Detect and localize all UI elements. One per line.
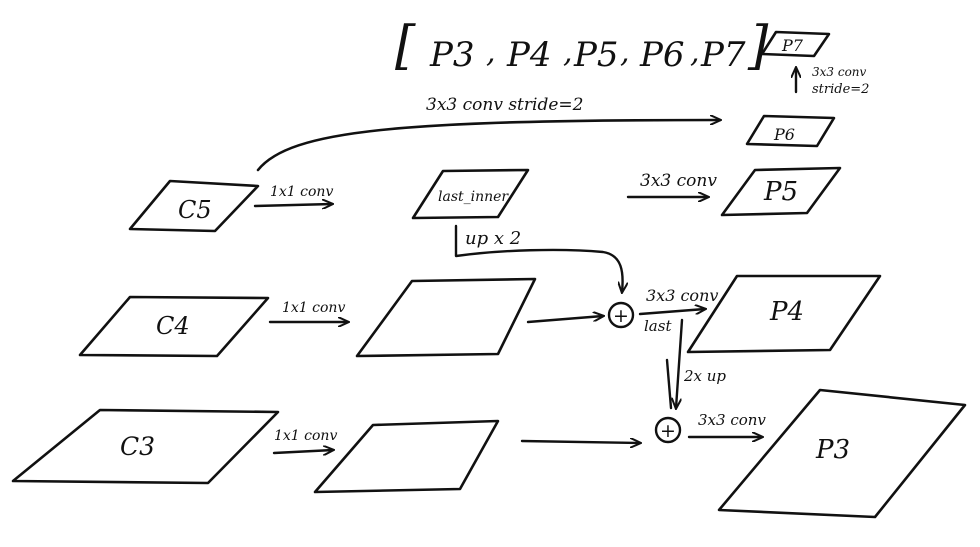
svg-text:,: , xyxy=(563,35,573,70)
add-node-p3: + xyxy=(654,416,682,444)
c4-label: C4 xyxy=(156,312,190,340)
p5-plane: P5 xyxy=(720,166,842,217)
output-list: [ P3 , P4 , P5 , P6 , P7 ] xyxy=(395,16,769,76)
upsample-arrow-p4 xyxy=(676,318,684,408)
c4-plane: C4 xyxy=(78,295,270,358)
c3-label: C3 xyxy=(120,432,155,461)
bracket-close: ] xyxy=(747,16,769,76)
c5-to-p6-arrow xyxy=(256,120,720,172)
c3-lateral-to-add-arrow xyxy=(520,441,640,443)
p7-label: P7 xyxy=(781,36,804,55)
c3-plane: C3 xyxy=(11,408,280,485)
p3-conv-label: 3x3 conv xyxy=(698,411,766,429)
p5-label: P5 xyxy=(763,177,798,207)
p4-plane: P4 xyxy=(686,274,882,354)
p4-conv-label: 3x3 conv xyxy=(646,286,718,305)
c5-to-p6-conv-label: 3x3 conv stride=2 xyxy=(426,95,583,115)
bracket-open: [ xyxy=(395,16,416,76)
output-label-p6: P6 xyxy=(639,35,685,75)
p4-conv-arrow xyxy=(638,309,705,316)
p5-conv-label: 3x3 conv xyxy=(640,171,717,191)
p7-plane: P7 xyxy=(760,30,831,58)
p7-conv-label-line2: stride=2 xyxy=(812,82,869,97)
output-label-p4: P4 xyxy=(506,35,552,75)
upsample-label-p4: 2x up xyxy=(683,367,726,385)
p6-plane: P6 xyxy=(745,114,836,148)
output-label-p7: P7 xyxy=(700,35,746,75)
last-inner-plane: last_inner xyxy=(411,168,530,220)
output-label-p3: P3 xyxy=(429,35,475,75)
p4-label: P4 xyxy=(769,297,804,327)
c3-lateral-plane xyxy=(313,419,500,494)
p3-plane: P3 xyxy=(717,388,967,519)
c5-label: C5 xyxy=(178,196,212,224)
c5-plane: C5 xyxy=(128,179,260,233)
c4-1x1-label: 1x1 conv xyxy=(282,300,345,316)
c5-1x1-arrow xyxy=(253,204,332,206)
p3-label: P3 xyxy=(815,435,850,465)
upsample-arrow-c5 xyxy=(454,224,623,292)
c4-lateral-to-add-arrow xyxy=(526,316,603,324)
c3-1x1-arrow xyxy=(272,450,333,453)
add-node-p3-symbol: + xyxy=(660,420,676,442)
c4-lateral-plane xyxy=(355,277,537,358)
p6-label: P6 xyxy=(773,125,795,144)
svg-text:,: , xyxy=(620,35,630,70)
add-node-p4: + xyxy=(607,301,635,329)
last-label: last xyxy=(644,317,672,335)
output-label-p5: P5 xyxy=(573,35,619,75)
c5-1x1-label: 1x1 conv xyxy=(270,184,333,200)
svg-text:,: , xyxy=(690,35,700,70)
upsample-label-c5: up x 2 xyxy=(465,228,521,249)
p7-conv-label-line1: 3x3 conv xyxy=(812,65,867,79)
add-node-p4-symbol: + xyxy=(613,305,629,327)
c3-1x1-label: 1x1 conv xyxy=(274,428,337,444)
last-inner-label: last_inner xyxy=(438,189,509,205)
svg-text:,: , xyxy=(486,35,496,70)
